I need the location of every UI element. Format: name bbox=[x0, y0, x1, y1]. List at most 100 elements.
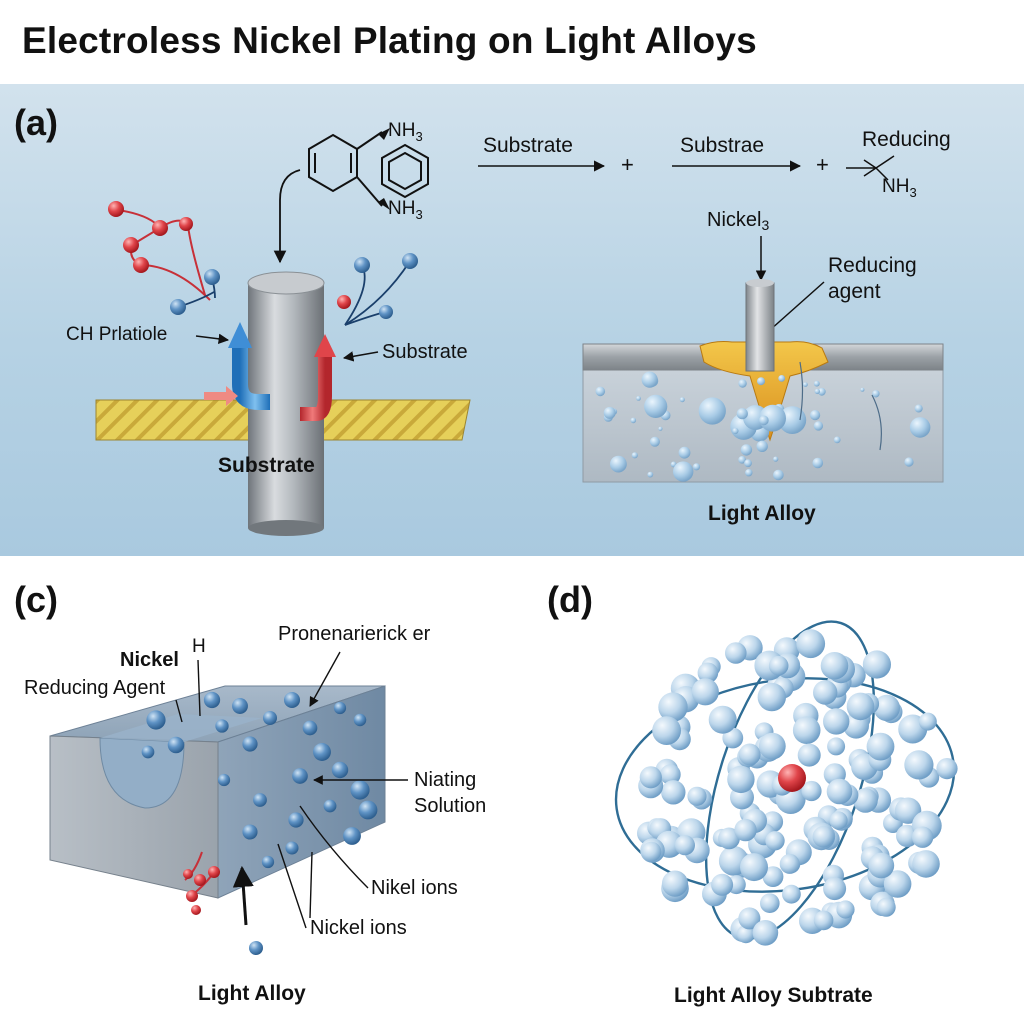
alloy-bubble bbox=[736, 408, 748, 420]
light-alloy-label-c: Light Alloy bbox=[198, 982, 306, 1005]
red-particle-cluster-c bbox=[183, 851, 220, 915]
alloy-bubble bbox=[738, 379, 747, 388]
alloy-atom bbox=[718, 827, 740, 850]
alloy-bubble bbox=[803, 382, 808, 387]
panel-d-label: (d) bbox=[547, 579, 593, 620]
alloy-bubble bbox=[833, 436, 841, 444]
nucleus-atom bbox=[778, 764, 806, 792]
alloy-bubble bbox=[678, 446, 691, 459]
pronenarier-label: Pronenarierick er bbox=[278, 623, 431, 645]
alloy-atom bbox=[873, 694, 900, 722]
red-particle bbox=[179, 217, 193, 231]
alloy-bubble bbox=[756, 440, 768, 452]
alloy-atom bbox=[866, 732, 895, 761]
alloy-atom bbox=[813, 910, 834, 931]
alloy-atom bbox=[846, 692, 875, 721]
alloy-atom bbox=[708, 705, 737, 734]
nickel-label: Nickel3 bbox=[707, 209, 769, 233]
alloy-bubble bbox=[778, 375, 786, 382]
alloy-atom bbox=[727, 765, 755, 794]
substrate-pointer bbox=[342, 351, 379, 362]
nickel-ion bbox=[203, 691, 221, 709]
alloy-bubble bbox=[914, 404, 923, 413]
nickel-ion bbox=[313, 743, 331, 761]
alloy-atom bbox=[738, 907, 761, 930]
alloy-bubble bbox=[778, 406, 807, 434]
nickel-ion bbox=[288, 812, 304, 828]
alloy-bubble bbox=[909, 417, 931, 438]
red-particle bbox=[152, 220, 168, 236]
nickel-ion-cluster bbox=[141, 691, 378, 869]
alloy-atom bbox=[829, 811, 848, 830]
nickel-ion bbox=[302, 720, 318, 736]
nickel-ion bbox=[242, 736, 258, 752]
red-particle bbox=[108, 201, 124, 217]
alloy-bubble bbox=[810, 410, 821, 421]
alloy-atom bbox=[711, 873, 734, 896]
alloy-atom bbox=[765, 831, 785, 851]
alloy-atom bbox=[740, 853, 768, 882]
alloy-atom bbox=[762, 866, 784, 887]
blue-ion bbox=[379, 305, 393, 319]
hatched-substrate-plate bbox=[95, 398, 471, 442]
nickel-ions-label: Nickel ions bbox=[310, 917, 407, 939]
nickel-ion bbox=[350, 780, 370, 800]
h-label: H bbox=[192, 636, 206, 657]
alloy-atom bbox=[820, 652, 849, 680]
alloy-bubble bbox=[658, 426, 663, 431]
nickel-ions-pointer bbox=[277, 843, 307, 929]
alloy-atom bbox=[736, 925, 756, 944]
wedge-bond-icon bbox=[378, 128, 390, 140]
alloy-atom bbox=[911, 826, 934, 848]
alloy-atom bbox=[738, 743, 761, 766]
alloy-bubble bbox=[759, 404, 786, 432]
nickel-label-c: Nickel bbox=[120, 649, 179, 671]
light-alloy-label: Light Alloy bbox=[708, 502, 816, 525]
nickel-ion bbox=[292, 768, 308, 784]
alloy-atom bbox=[687, 786, 707, 806]
alloy-bubble bbox=[647, 471, 654, 478]
wedge-bond-icon bbox=[378, 198, 390, 210]
nickel-ion bbox=[215, 719, 229, 733]
alloy-bubble bbox=[773, 469, 784, 481]
alloy-atom bbox=[883, 870, 912, 898]
alloy-bubble bbox=[649, 436, 660, 447]
alloy-atom bbox=[826, 778, 853, 805]
page-title: Electroless Nickel Plating on Light Allo… bbox=[22, 20, 757, 61]
red-particle bbox=[123, 237, 139, 253]
ch-particle-pointer bbox=[195, 333, 230, 345]
alloy-atom bbox=[904, 750, 934, 780]
nh3-top-label: NH3 bbox=[388, 120, 423, 144]
light-alloy-3d-block bbox=[49, 685, 386, 899]
panel-c-label: (c) bbox=[14, 579, 58, 620]
alloy-bubble bbox=[817, 387, 826, 396]
reducing-agent-pointer-c bbox=[175, 699, 183, 723]
alloy-atom bbox=[792, 716, 821, 744]
alloy-atom bbox=[758, 732, 786, 760]
alloy-bubble bbox=[757, 377, 765, 386]
alloy-atom bbox=[782, 884, 801, 904]
nickel-ion bbox=[262, 710, 278, 726]
nickel-ion bbox=[232, 698, 248, 714]
blue-arrow-head-icon bbox=[228, 322, 252, 348]
alloy-bubble bbox=[740, 444, 753, 456]
alloy-bubble bbox=[603, 406, 616, 419]
nickel-ion bbox=[141, 745, 155, 759]
nickel-ion bbox=[323, 799, 337, 813]
molecule-arrow bbox=[273, 169, 301, 264]
red-particle bbox=[133, 257, 149, 273]
alloy-atom bbox=[768, 655, 789, 676]
eq-nh3-label: NH3 bbox=[882, 176, 917, 200]
alloy-atom bbox=[661, 780, 686, 805]
alloy-bubble bbox=[641, 371, 658, 388]
nickel-ion bbox=[333, 701, 347, 715]
alloy-atom bbox=[813, 680, 838, 705]
blue-flow-arrow bbox=[232, 345, 270, 410]
small-red-arrow-icon bbox=[204, 386, 238, 406]
alloy-atom bbox=[652, 716, 681, 745]
alloy-atom bbox=[674, 835, 696, 856]
nickel-ion bbox=[343, 827, 361, 845]
